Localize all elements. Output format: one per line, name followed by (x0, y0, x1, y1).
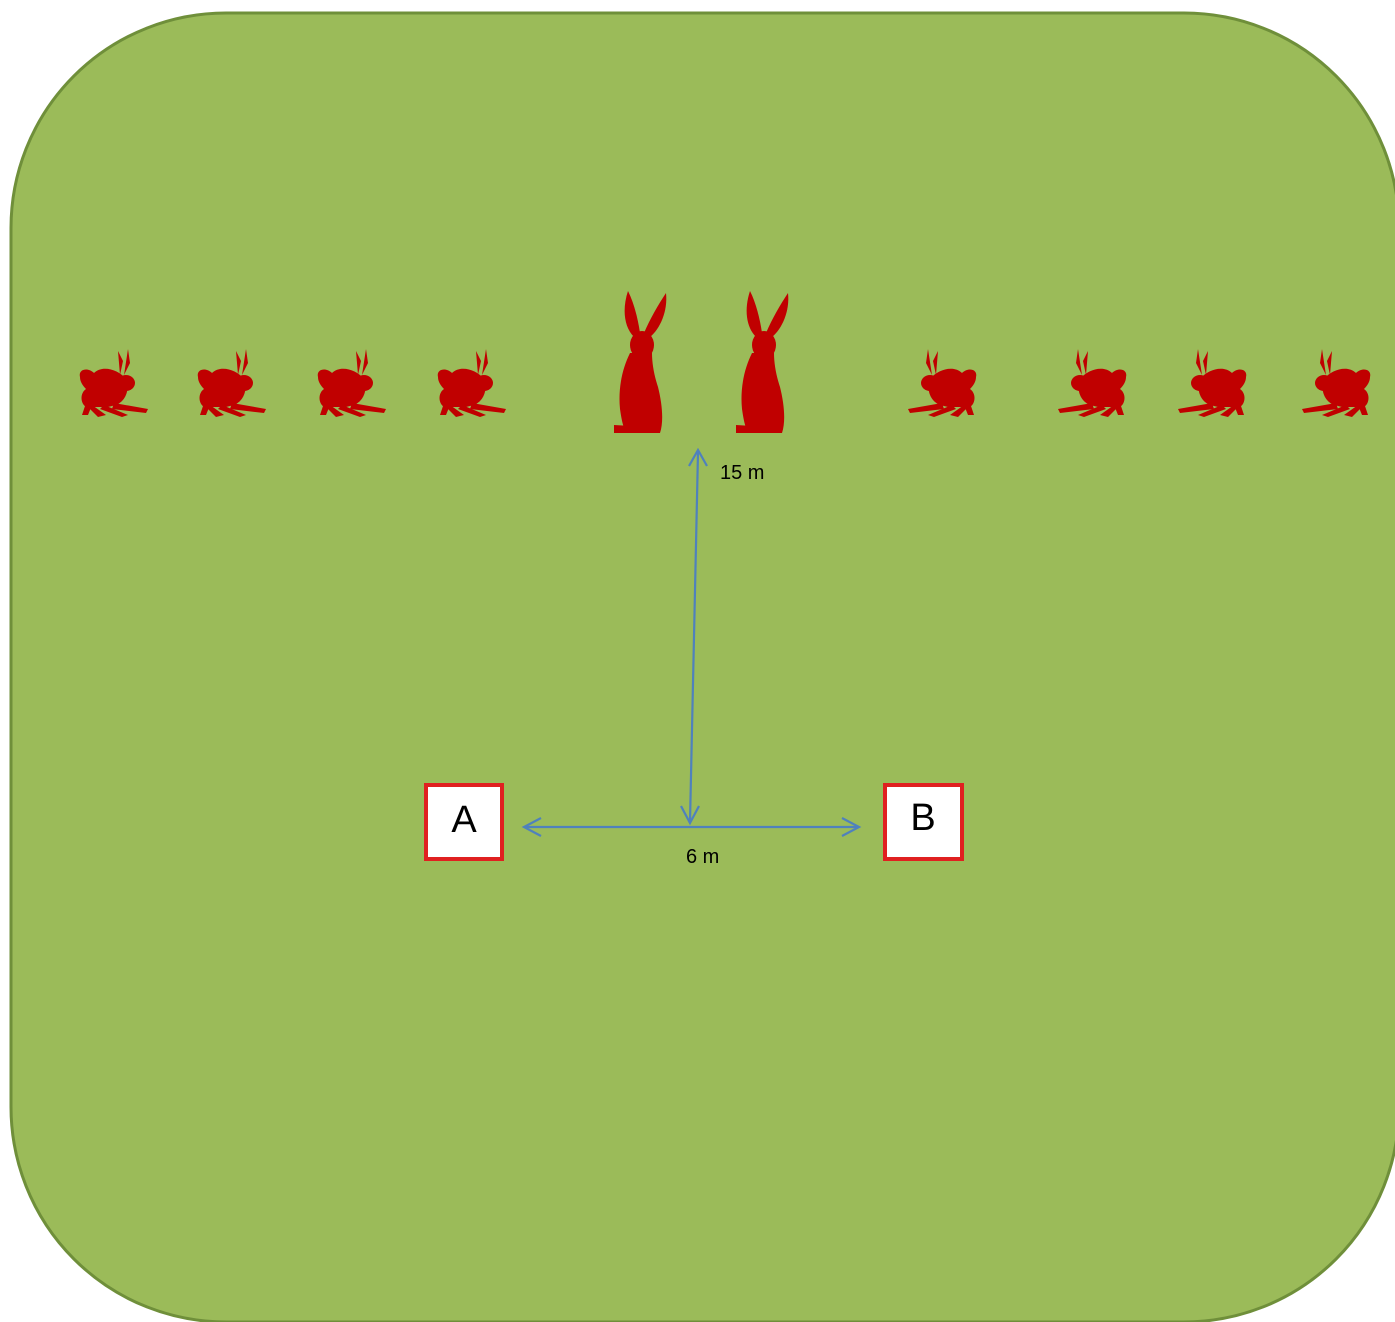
field-background (9, 11, 1395, 1322)
horizontal-distance-label: 6 m (686, 846, 719, 868)
horizontal-distance-arrow (521, 817, 862, 837)
vertical-distance-label: 15 m (720, 462, 764, 484)
marker-a: A (424, 783, 504, 861)
marker-b: B (883, 783, 964, 861)
marker-b-label: B (910, 797, 935, 839)
vertical-distance-arrow (680, 447, 708, 826)
marker-a-label: A (451, 799, 477, 841)
